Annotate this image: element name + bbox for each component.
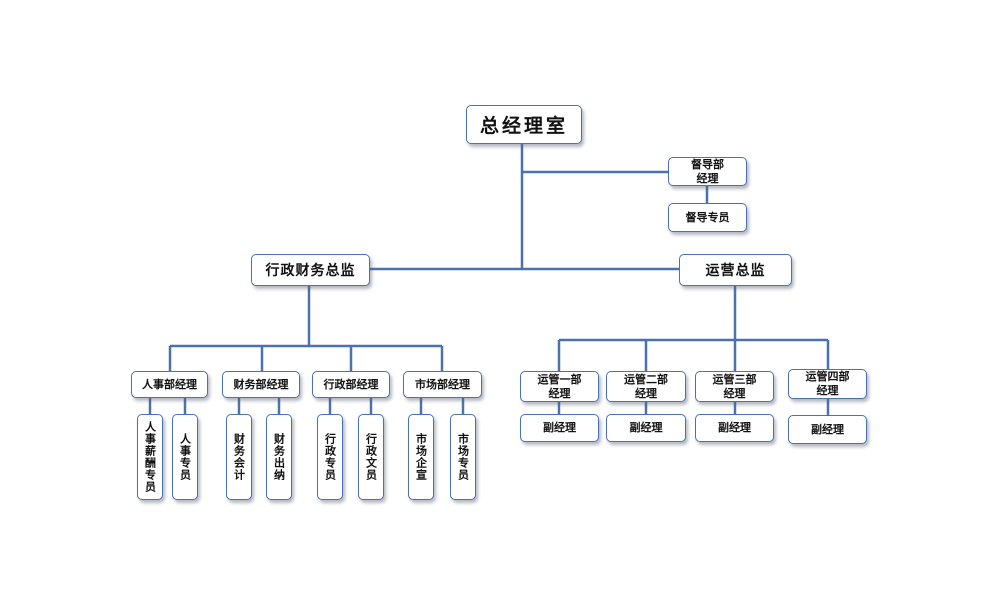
deputy-manager-label: 副经理 (811, 422, 844, 436)
staff-label: 行政专员 (323, 433, 337, 481)
ops-manager-label: 运管三部 经理 (712, 372, 757, 400)
staff-label: 市场专员 (456, 433, 470, 481)
operations-director-label: 运营总监 (705, 263, 766, 279)
department-manager-node: 财务部经理 (222, 371, 300, 398)
staff-node: 行政专员 (317, 414, 343, 500)
ops-manager-node: 运管二部 经理 (606, 371, 686, 402)
deputy-manager-label: 副经理 (718, 421, 751, 434)
ops-manager-label: 运管一部 经理 (537, 372, 582, 400)
department-manager-label: 财务部经理 (233, 377, 289, 391)
staff-label: 人事薪酬专员 (143, 421, 157, 493)
root-node: 总经理室 (466, 105, 582, 144)
deputy-manager-node: 副经理 (520, 414, 599, 442)
staff-node: 行政文员 (358, 414, 384, 500)
staff-label: 财务出纳 (272, 433, 286, 481)
deputy-manager-node: 副经理 (695, 414, 774, 442)
root-label: 总经理室 (479, 115, 568, 137)
connector-lines (148, 144, 830, 415)
staff-node: 市场企宣 (408, 414, 434, 500)
admin-finance-director-label: 行政财务总监 (265, 263, 356, 279)
department-manager-label: 人事部经理 (142, 377, 197, 391)
department-manager-label: 市场部经理 (415, 377, 470, 391)
staff-node: 财务出纳 (266, 414, 292, 500)
staff-node: 财务会计 (226, 414, 252, 500)
staff-node: 人事专员 (172, 414, 198, 500)
ops-manager-node: 运管一部 经理 (520, 371, 599, 402)
supervision-manager-label: 督导部 经理 (691, 157, 724, 185)
department-manager-node: 行政部经理 (312, 371, 390, 398)
admin-finance-director-node: 行政财务总监 (251, 254, 370, 286)
staff-label: 行政文员 (364, 433, 378, 481)
supervision-specialist-label: 督导专员 (685, 210, 730, 224)
ops-manager-node: 运管四部 经理 (788, 369, 867, 399)
ops-manager-node: 运管三部 经理 (695, 371, 774, 402)
deputy-manager-label: 副经理 (629, 421, 663, 434)
staff-label: 人事专员 (178, 433, 192, 481)
staff-label: 市场企宣 (414, 433, 428, 481)
deputy-manager-node: 副经理 (788, 415, 867, 444)
ops-manager-label: 运管二部 经理 (624, 372, 668, 400)
department-manager-node: 市场部经理 (403, 371, 482, 398)
deputy-manager-node: 副经理 (606, 414, 686, 442)
deputy-manager-label: 副经理 (543, 421, 576, 434)
supervision-specialist-node: 督导专员 (668, 203, 747, 232)
operations-director-node: 运营总监 (679, 254, 792, 286)
supervision-manager-node: 督导部 经理 (668, 157, 747, 186)
department-manager-node: 人事部经理 (131, 371, 208, 398)
ops-manager-label: 运管四部 经理 (805, 370, 850, 397)
department-manager-label: 行政部经理 (323, 377, 379, 391)
staff-node: 人事薪酬专员 (137, 414, 163, 500)
staff-label: 财务会计 (232, 433, 246, 481)
staff-node: 市场专员 (450, 414, 476, 500)
